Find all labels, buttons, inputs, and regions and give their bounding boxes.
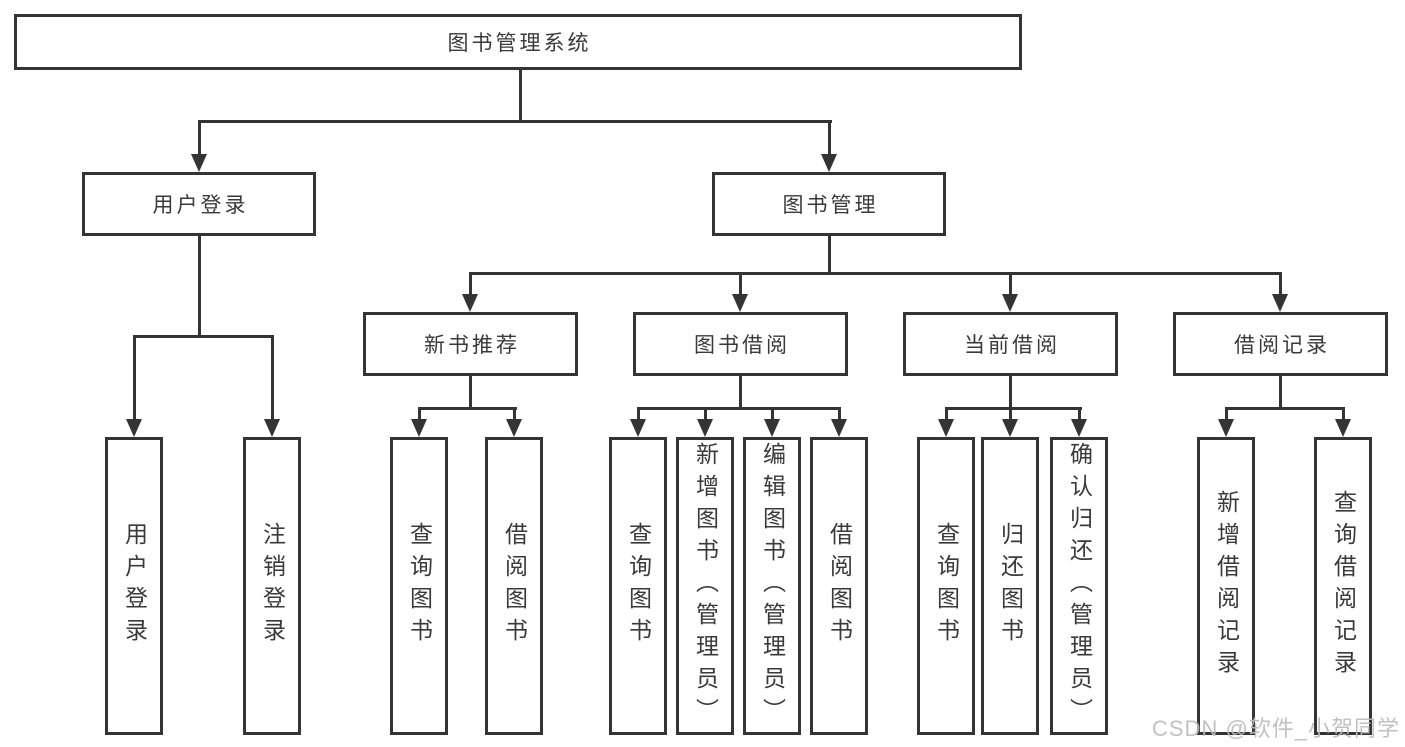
connector-line [945, 407, 948, 421]
connector-line [1078, 407, 1081, 421]
arrow-down-icon [831, 419, 847, 437]
arrow-down-icon [1335, 419, 1351, 437]
node-book-borrow-label: 图书借阅 [694, 334, 790, 357]
arrow-down-icon [411, 419, 427, 437]
connector-line [469, 272, 1282, 275]
arrow-down-icon [697, 419, 713, 437]
leaf-query-books-2: 查询图书 [609, 437, 667, 735]
connector-line [513, 407, 516, 421]
arrow-down-icon [1002, 294, 1018, 312]
connector-line [1009, 407, 1012, 421]
arrow-down-icon [821, 154, 837, 172]
leaf-logout: 注销登录 [243, 437, 301, 735]
node-borrow-records-label: 借阅记录 [1234, 334, 1330, 357]
node-borrow-records: 借阅记录 [1173, 312, 1388, 376]
leaf-return-books: 归还图书 [981, 437, 1039, 735]
leaf-user-login: 用户登录 [105, 437, 163, 735]
connector-line [1279, 272, 1282, 297]
connector-line [739, 272, 742, 297]
connector-line [828, 120, 831, 157]
arrow-down-icon [1272, 294, 1288, 312]
node-new-book-recommend-label: 新书推荐 [424, 334, 520, 357]
arrow-down-icon [764, 419, 780, 437]
leaf-borrow-books-1: 借阅图书 [485, 437, 543, 735]
leaf-user-login-label: 用户登录 [121, 522, 148, 650]
leaf-edit-books-admin: 编辑图书（管理员） [743, 437, 801, 735]
connector-line [1342, 407, 1345, 421]
leaf-borrow-books-2-label: 借阅图书 [826, 522, 853, 650]
connector-line [1225, 407, 1228, 421]
connector-line [704, 407, 707, 421]
arrow-down-icon [1071, 419, 1087, 437]
connector-line [1279, 376, 1282, 410]
leaf-query-books-3-label: 查询图书 [933, 522, 960, 650]
leaf-borrow-books-1-label: 借阅图书 [501, 522, 528, 650]
leaf-add-books-admin: 新增图书（管理员） [676, 437, 734, 735]
leaf-return-books-label: 归还图书 [997, 522, 1024, 650]
connector-line [828, 236, 831, 275]
connector-line [133, 335, 136, 421]
connector-line [469, 272, 472, 297]
node-current-borrow-label: 当前借阅 [964, 334, 1060, 357]
connector-line [637, 407, 640, 421]
node-new-book-recommend: 新书推荐 [363, 312, 578, 376]
leaf-borrow-books-2: 借阅图书 [810, 437, 868, 735]
connector-line [198, 120, 832, 123]
connector-line [1009, 272, 1012, 297]
leaf-confirm-return-admin-label: 确认归还（管理员） [1066, 442, 1093, 730]
node-user-login: 用户登录 [82, 172, 316, 236]
connector-line [519, 70, 522, 122]
connector-line [418, 407, 517, 410]
node-root: 图书管理系统 [14, 14, 1022, 70]
connector-line [771, 407, 774, 421]
leaf-edit-books-admin-label: 编辑图书（管理员） [759, 442, 786, 730]
connector-line [271, 335, 274, 421]
leaf-query-books-3: 查询图书 [917, 437, 975, 735]
node-user-login-label: 用户登录 [152, 194, 249, 217]
connector-line [133, 335, 274, 338]
leaf-add-borrow-record-label: 新增借阅记录 [1213, 490, 1240, 682]
leaf-add-borrow-record: 新增借阅记录 [1197, 437, 1255, 735]
leaf-query-books-1-label: 查询图书 [406, 522, 433, 650]
connector-line [1225, 407, 1345, 410]
arrow-down-icon [1218, 419, 1234, 437]
leaf-query-books-1: 查询图书 [390, 437, 448, 735]
leaf-query-books-2-label: 查询图书 [625, 522, 652, 650]
connector-line [1009, 376, 1012, 410]
connector-line [469, 376, 472, 410]
node-book-borrow: 图书借阅 [633, 312, 848, 376]
leaf-add-books-admin-label: 新增图书（管理员） [692, 442, 719, 730]
arrow-down-icon [1002, 419, 1018, 437]
leaf-query-borrow-record: 查询借阅记录 [1314, 437, 1372, 735]
arrow-down-icon [462, 294, 478, 312]
connector-line [838, 407, 841, 421]
arrow-down-icon [732, 294, 748, 312]
connector-line [198, 120, 201, 157]
node-book-management-label: 图书管理 [782, 194, 879, 217]
node-book-management: 图书管理 [712, 172, 946, 236]
connector-line [739, 376, 742, 410]
node-root-label: 图书管理系统 [447, 32, 592, 55]
arrow-down-icon [506, 419, 522, 437]
arrow-down-icon [630, 419, 646, 437]
leaf-confirm-return-admin: 确认归还（管理员） [1050, 437, 1108, 735]
connector-line [637, 407, 841, 410]
connector-line [945, 407, 1082, 410]
node-current-borrow: 当前借阅 [903, 312, 1118, 376]
arrow-down-icon [938, 419, 954, 437]
watermark: CSDN @软件_小贺同学 [1152, 716, 1401, 741]
arrow-down-icon [126, 419, 142, 437]
leaf-logout-label: 注销登录 [259, 522, 286, 650]
arrow-down-icon [264, 419, 280, 437]
connector-line [418, 407, 421, 421]
connector-line [198, 236, 201, 337]
arrow-down-icon [191, 154, 207, 172]
leaf-query-borrow-record-label: 查询借阅记录 [1330, 490, 1357, 682]
